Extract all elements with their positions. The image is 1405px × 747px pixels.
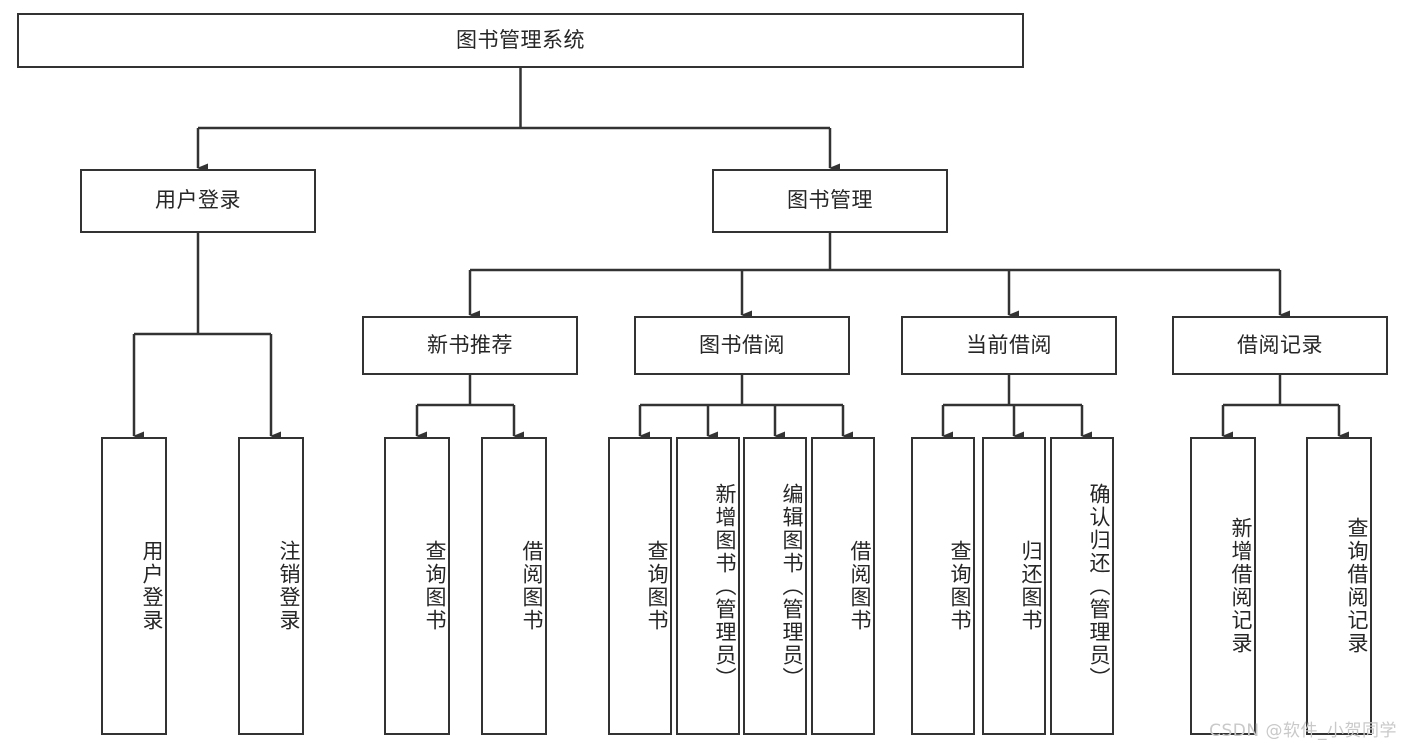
node-label: 查询图书 [948, 540, 972, 632]
node-label: 借阅图书 [520, 540, 544, 632]
node-label: 确认归还（管理员） [1087, 482, 1111, 690]
node-label: 图书管理系统 [456, 27, 585, 52]
node-leaf-query-book-1[interactable]: 查询图书 [384, 437, 450, 735]
node-label: 图书管理 [787, 188, 873, 213]
edges [132, 68, 1349, 441]
node-label: 注销登录 [277, 540, 301, 632]
node-leaf-add-book-admin[interactable]: 新增图书（管理员） [676, 437, 740, 735]
node-label: 用户登录 [155, 188, 241, 213]
node-borrow-record[interactable]: 借阅记录 [1172, 316, 1388, 375]
node-label: 新增图书（管理员） [713, 482, 737, 690]
node-leaf-return-book[interactable]: 归还图书 [982, 437, 1046, 735]
node-book-borrow[interactable]: 图书借阅 [634, 316, 850, 375]
node-label: 归还图书 [1019, 540, 1043, 632]
node-leaf-logout[interactable]: 注销登录 [238, 437, 304, 735]
node-new-book-recommend[interactable]: 新书推荐 [362, 316, 578, 375]
node-book-manage[interactable]: 图书管理 [712, 169, 948, 233]
node-leaf-confirm-return-admin[interactable]: 确认归还（管理员） [1050, 437, 1114, 735]
node-label: 查询图书 [423, 540, 447, 632]
node-current-borrow[interactable]: 当前借阅 [901, 316, 1117, 375]
node-label: 编辑图书（管理员） [780, 482, 804, 690]
node-label: 借阅记录 [1237, 332, 1323, 357]
node-leaf-query-book-3[interactable]: 查询图书 [911, 437, 975, 735]
node-leaf-borrow-book-1[interactable]: 借阅图书 [481, 437, 547, 735]
node-label: 查询借阅记录 [1345, 517, 1369, 655]
node-label: 当前借阅 [966, 332, 1052, 357]
node-label: 用户登录 [140, 540, 164, 632]
node-label: 查询图书 [645, 540, 669, 632]
node-label: 图书借阅 [699, 332, 785, 357]
node-leaf-borrow-book-2[interactable]: 借阅图书 [811, 437, 875, 735]
node-leaf-query-book-2[interactable]: 查询图书 [608, 437, 672, 735]
node-label: 借阅图书 [848, 540, 872, 632]
node-leaf-add-borrow-record[interactable]: 新增借阅记录 [1190, 437, 1256, 735]
node-user-login[interactable]: 用户登录 [80, 169, 316, 233]
node-leaf-user-login[interactable]: 用户登录 [101, 437, 167, 735]
node-leaf-query-borrow-record[interactable]: 查询借阅记录 [1306, 437, 1372, 735]
node-label: 新书推荐 [427, 332, 513, 357]
node-root[interactable]: 图书管理系统 [17, 13, 1024, 68]
node-leaf-edit-book-admin[interactable]: 编辑图书（管理员） [743, 437, 807, 735]
node-label: 新增借阅记录 [1229, 517, 1253, 655]
watermark: CSDN @软件_小贺同学 [1209, 721, 1397, 741]
